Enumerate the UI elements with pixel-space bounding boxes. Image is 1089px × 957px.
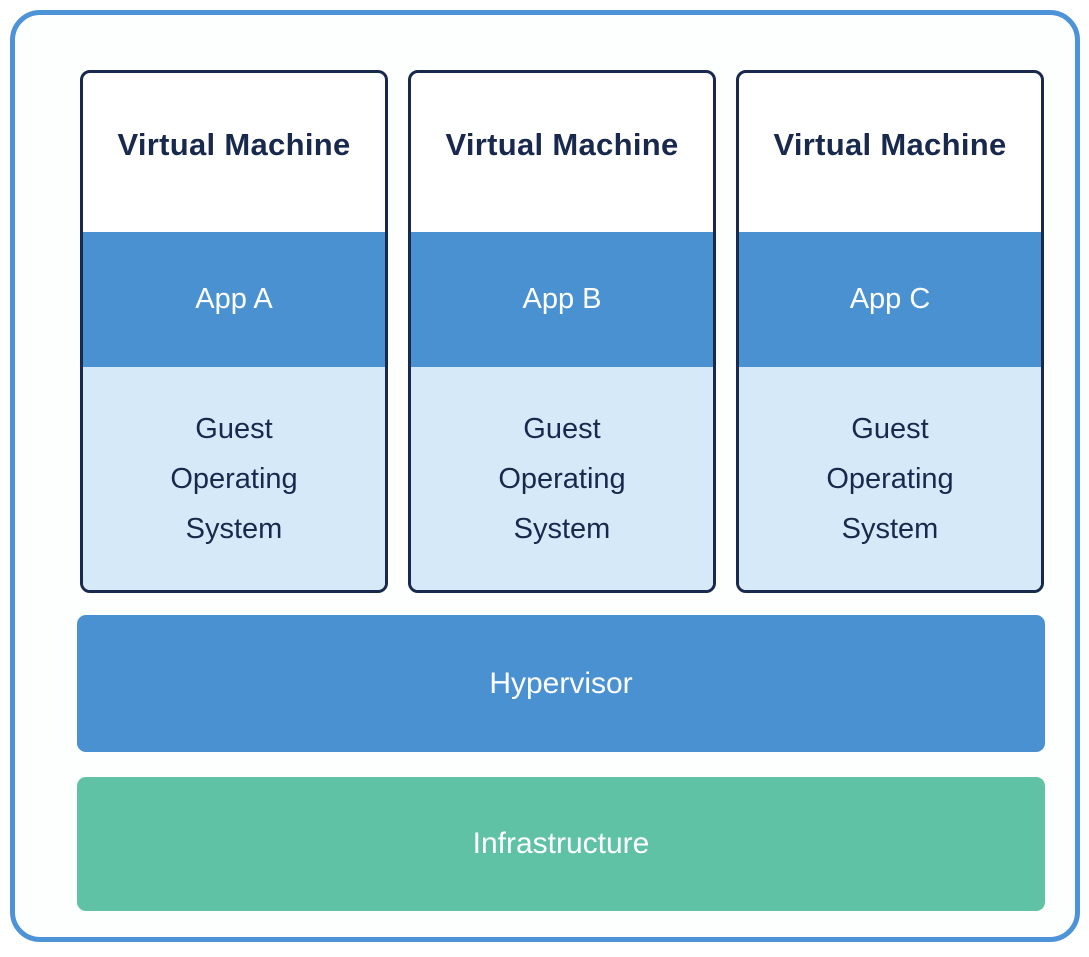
app-block: App B bbox=[411, 232, 713, 367]
vm-title: Virtual Machine bbox=[117, 126, 351, 162]
hypervisor-layer: Hypervisor bbox=[77, 615, 1045, 752]
guest-os-block: Guest Operating System bbox=[739, 367, 1041, 590]
vm-card-1: Virtual Machine App A Guest Operating Sy… bbox=[80, 70, 388, 593]
guest-os-block: Guest Operating System bbox=[411, 367, 713, 590]
app-block: App A bbox=[83, 232, 385, 367]
vm-card-3: Virtual Machine App C Guest Operating Sy… bbox=[736, 70, 1044, 593]
infrastructure-layer: Infrastructure bbox=[77, 777, 1045, 911]
vm-title: Virtual Machine bbox=[445, 126, 679, 162]
vm-title: Virtual Machine bbox=[773, 126, 1007, 162]
guest-os-block: Guest Operating System bbox=[83, 367, 385, 590]
diagram-container: Virtual Machine App A Guest Operating Sy… bbox=[10, 10, 1080, 942]
app-block: App C bbox=[739, 232, 1041, 367]
vm-card-2: Virtual Machine App B Guest Operating Sy… bbox=[408, 70, 716, 593]
